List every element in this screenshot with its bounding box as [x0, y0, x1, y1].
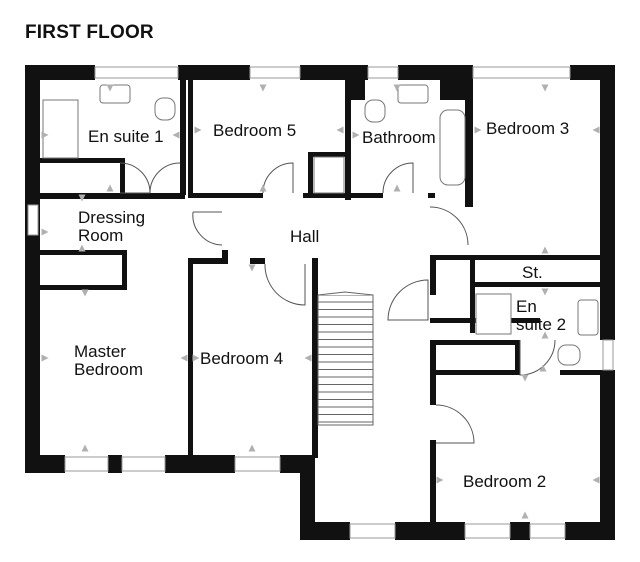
basin-bathroom	[397, 84, 429, 104]
basin-en-suite-1	[99, 84, 131, 104]
door-bathroom	[382, 162, 414, 194]
shower-tray-en-suite-2	[475, 293, 512, 335]
door-bedroom-2	[435, 404, 475, 444]
label-dressing-room-line2: Room	[78, 226, 124, 245]
dimension-marker	[541, 331, 549, 339]
toilet-bathroom	[364, 99, 386, 123]
staircase	[317, 291, 374, 426]
dimension-marker	[248, 264, 256, 272]
door-bedroom-5	[262, 162, 294, 194]
dimension-marker	[592, 126, 600, 134]
dimension-marker	[393, 84, 401, 92]
dimension-marker	[194, 126, 202, 134]
dimension-marker	[436, 476, 444, 484]
fixtures	[42, 84, 599, 366]
door-dressing	[192, 211, 223, 246]
dimension-marker	[41, 131, 49, 139]
dimension-marker	[541, 84, 549, 92]
label-en-suite-2: En suite 2	[516, 298, 566, 334]
dimension-marker	[106, 184, 114, 192]
windows	[27, 66, 614, 539]
shower-tray-bathroom	[313, 156, 345, 194]
label-en-suite-1: En suite 1	[88, 127, 164, 146]
dimension-marker	[521, 374, 529, 382]
dimension-marker	[539, 364, 547, 372]
floor-title: FIRST FLOOR	[25, 22, 154, 43]
basin-en-suite-2	[577, 299, 599, 336]
dimension-marker	[393, 184, 401, 192]
label-master-bedroom-line1: Master	[74, 342, 126, 361]
toilet-en-suite-2	[557, 344, 581, 366]
label-bedroom-4: Bedroom 4	[200, 349, 284, 368]
label-bedroom-3: Bedroom 3	[486, 119, 570, 138]
label-dressing-room: Dressing Room	[78, 209, 145, 245]
dimension-marker	[259, 84, 267, 92]
dimension-marker	[352, 131, 360, 139]
dimension-marker	[78, 244, 86, 252]
door-en-suite-2	[519, 339, 556, 376]
label-master-bedroom: Master Bedroom	[74, 343, 143, 379]
dimension-marker	[592, 476, 600, 484]
label-master-bedroom-line2: Bedroom	[74, 360, 143, 379]
interior-walls	[40, 65, 605, 530]
dimension-marker	[541, 246, 549, 254]
label-bathroom: Bathroom	[362, 128, 436, 147]
door-bedroom-3	[429, 206, 469, 246]
dimension-marker	[172, 131, 180, 139]
dimension-marker	[474, 126, 482, 134]
dimension-marker	[259, 184, 267, 192]
dimension-marker	[521, 511, 529, 519]
dimension-marker	[81, 289, 89, 297]
dimension-marker	[336, 126, 344, 134]
outer-walls	[25, 65, 615, 540]
shower-tray-en-suite-1	[42, 99, 79, 159]
label-store: St.	[522, 263, 543, 282]
label-bedroom-2: Bedroom 2	[463, 472, 547, 491]
dimension-marker	[78, 194, 86, 202]
door-bedroom-4	[264, 263, 306, 306]
dimension-marker	[180, 354, 188, 362]
dimension-markers	[41, 84, 600, 519]
dimension-marker	[304, 354, 312, 362]
dimension-marker	[41, 228, 49, 236]
bath	[439, 109, 466, 186]
dimension-marker	[106, 84, 114, 92]
dimension-marker	[81, 444, 89, 452]
label-en-suite-2-line2: suite 2	[516, 315, 567, 334]
toilet-en-suite-1	[154, 97, 176, 121]
dimension-marker	[41, 354, 49, 362]
door-st	[387, 279, 429, 321]
label-bedroom-5: Bedroom 5	[213, 121, 297, 140]
label-hall: Hall	[290, 227, 320, 246]
label-dressing-room-line1: Dressing	[78, 208, 146, 227]
dimension-marker	[248, 444, 256, 452]
label-en-suite-2-line1: En	[516, 297, 537, 316]
dimension-marker	[192, 354, 200, 362]
dimension-marker	[541, 288, 549, 296]
